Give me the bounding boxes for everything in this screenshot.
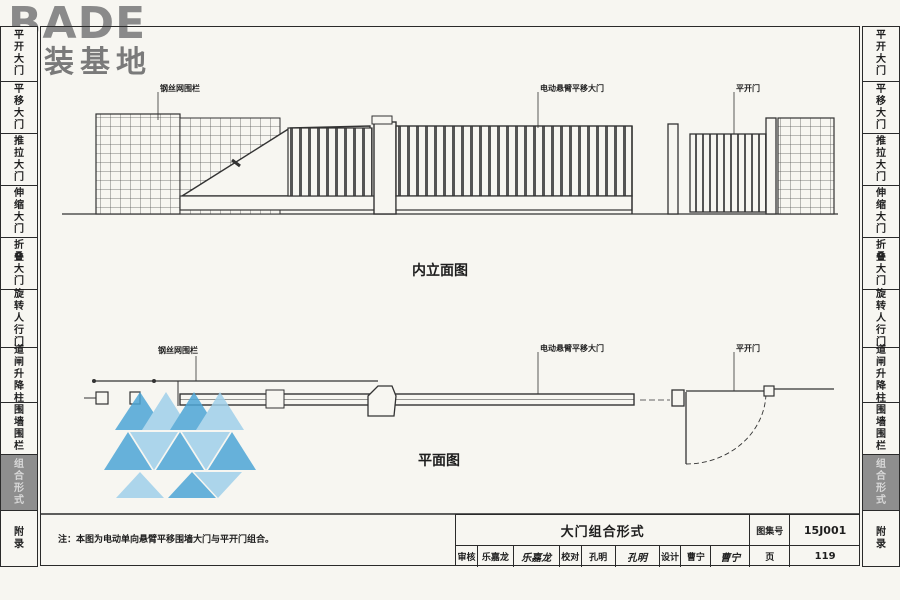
drawing-frame	[40, 26, 860, 566]
elevation-swing-door	[667, 117, 835, 215]
right-tab-sliding-gate[interactable]: 平移大门	[863, 82, 899, 134]
design-signature: 曹宁	[711, 546, 751, 567]
watermark-triangles	[104, 392, 256, 498]
drawing-note: 注：本图为电动单向悬臂平移围墙大门与平开门组合。	[58, 535, 275, 545]
check-label: 校对	[560, 546, 582, 567]
review-label: 审核	[456, 546, 478, 567]
atlas-number: 15J001	[803, 523, 847, 537]
left-tab-swing-gate[interactable]: 平开大门	[1, 27, 37, 82]
design-name: 曹宁	[681, 546, 712, 567]
left-tab-sliding-gate[interactable]: 平移大门	[1, 82, 37, 134]
review-signature: 乐嘉龙	[514, 546, 560, 567]
left-tab-column: 平开大门 平移大门 推拉大门 伸缩大门 折叠大门 旋转人行门 道闸升降柱 围墙围…	[0, 26, 38, 567]
page-label: 页	[750, 546, 791, 567]
plan-view	[84, 352, 834, 465]
right-tab-combination[interactable]: 组合形式	[863, 455, 899, 511]
right-tab-swing-gate[interactable]: 平开大门	[863, 27, 899, 82]
right-tab-appendix[interactable]: 附录	[863, 511, 899, 567]
right-tab-push-pull-gate[interactable]: 推拉大门	[863, 134, 899, 186]
left-tab-barrier-bollard[interactable]: 道闸升降柱	[1, 345, 37, 404]
plan-caption: 平面图	[418, 453, 460, 469]
plan-label-sliding-gate: 电动悬臂平移大门	[540, 344, 604, 353]
left-tab-revolving-door[interactable]: 旋转人行门	[1, 289, 37, 348]
left-tab-push-pull-gate[interactable]: 推拉大门	[1, 134, 37, 186]
left-tab-retractable-gate[interactable]: 伸缩大门	[1, 186, 37, 238]
left-tab-folding-gate[interactable]: 折叠大门	[1, 238, 37, 290]
right-tab-retractable-gate[interactable]: 伸缩大门	[863, 186, 899, 238]
plan-swing-arc	[685, 391, 767, 465]
elevation-label-swing-door: 平开门	[736, 84, 760, 93]
page-number: 119	[814, 551, 836, 562]
plan-gate-motor	[367, 385, 397, 417]
plan-label-swing-door: 平开门	[736, 344, 760, 353]
elevation-view	[62, 92, 838, 215]
right-tab-revolving-door[interactable]: 旋转人行门	[863, 289, 899, 348]
elevation-label-fence: 钢丝网围栏	[160, 84, 200, 93]
title-block: 大门组合形式 图集号 15J001 审核 乐嘉龙 乐嘉龙 校对 孔明 孔明 设计…	[455, 514, 860, 567]
elevation-mesh-fence-left	[95, 113, 181, 215]
left-tab-fence[interactable]: 围墙围栏	[1, 403, 37, 455]
design-label: 设计	[660, 546, 682, 567]
elevation-label-sliding-gate: 电动悬臂平移大门	[540, 84, 604, 93]
plan-label-fence: 钢丝网围栏	[158, 346, 198, 355]
elevation-sliding-gate	[179, 115, 633, 215]
left-tab-combination[interactable]: 组合形式	[1, 455, 37, 511]
atlas-number-label: 图集号	[750, 515, 791, 545]
review-name: 乐嘉龙	[478, 546, 514, 567]
title-block-title: 大门组合形式	[456, 515, 751, 545]
right-tab-barrier-bollard[interactable]: 道闸升降柱	[863, 345, 899, 404]
right-tab-folding-gate[interactable]: 折叠大门	[863, 238, 899, 290]
right-tab-fence[interactable]: 围墙围栏	[863, 403, 899, 455]
check-signature: 孔明	[616, 546, 660, 567]
check-name: 孔明	[582, 546, 616, 567]
left-tab-appendix[interactable]: 附录	[1, 511, 37, 567]
right-tab-column: 平开大门 平移大门 推拉大门 伸缩大门 折叠大门 旋转人行门 道闸升降柱 围墙围…	[862, 26, 900, 567]
elevation-caption: 内立面图	[412, 263, 468, 279]
